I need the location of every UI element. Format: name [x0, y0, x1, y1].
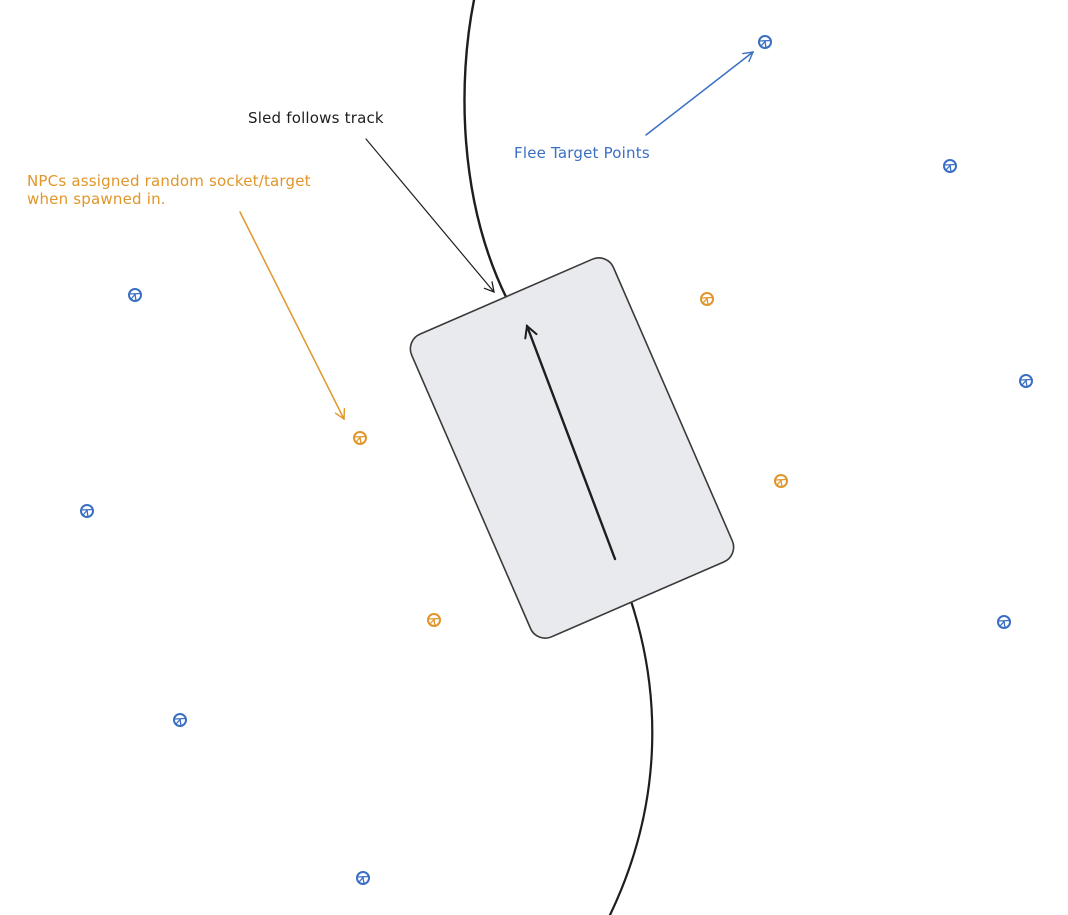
sled-follows-track-label: Sled follows track — [248, 109, 384, 127]
npc-socket-point-icon[interactable] — [774, 474, 788, 488]
npc-assignment-label: NPCs assigned random socket/target when … — [27, 172, 311, 208]
npc-socket-points-group — [353, 292, 788, 627]
sled-annotation-arrow — [365, 138, 495, 294]
flee-target-point-icon[interactable] — [1019, 374, 1033, 388]
flee-target-points-group — [80, 35, 1033, 885]
sled-direction-arrow — [527, 326, 617, 561]
flee-target-point-icon[interactable] — [758, 35, 772, 49]
flee-target-point-icon[interactable] — [173, 713, 187, 727]
npc-annotation-arrow — [239, 211, 346, 421]
flee-target-point-icon[interactable] — [943, 159, 957, 173]
npc-socket-point-icon[interactable] — [700, 292, 714, 306]
flee-annotation-arrow — [645, 51, 755, 136]
flee-target-points-label: Flee Target Points — [514, 144, 650, 162]
flee-target-point-icon[interactable] — [80, 504, 94, 518]
npc-socket-point-icon[interactable] — [427, 613, 441, 627]
flee-target-point-icon[interactable] — [356, 871, 370, 885]
track-path-top — [463, 0, 509, 301]
flee-target-point-icon[interactable] — [128, 288, 142, 302]
npc-socket-point-icon[interactable] — [353, 431, 367, 445]
flee-target-point-icon[interactable] — [997, 615, 1011, 629]
track-path-bottom — [608, 599, 654, 915]
